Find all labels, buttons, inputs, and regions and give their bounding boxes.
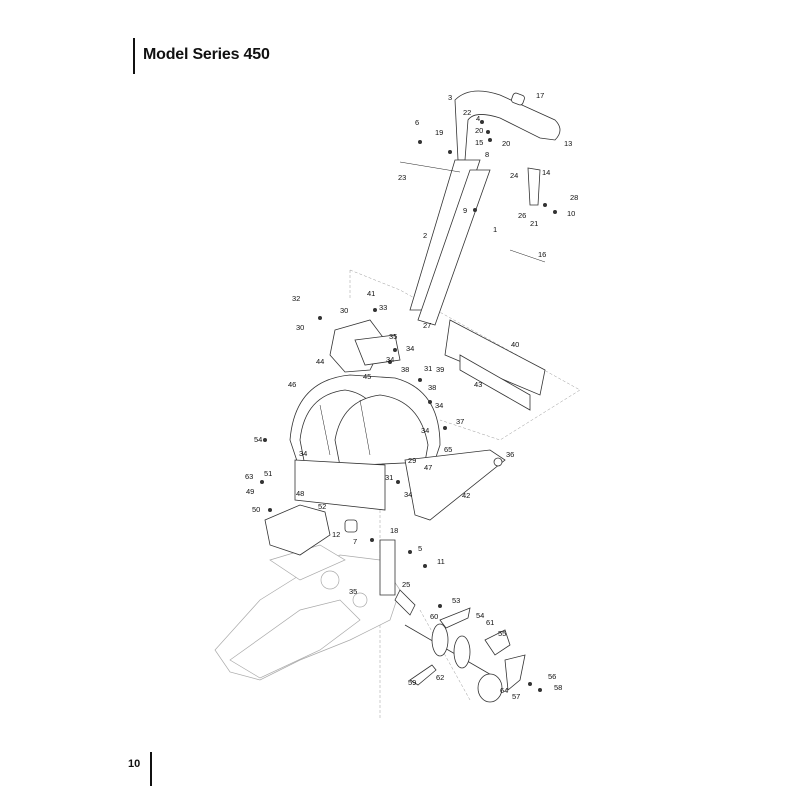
callout-19: 19 [435,128,443,137]
callout-34c: 34 [435,401,443,410]
callout-50: 50 [252,505,260,514]
callout-33: 33 [379,303,387,312]
callout-24: 24 [510,171,518,180]
callout-58: 58 [554,683,562,692]
callout-41: 41 [367,289,375,298]
callout-9: 9 [463,206,467,215]
callout-35a: 35 [389,332,397,341]
callout-38a: 38 [401,365,409,374]
callout-57: 57 [512,692,520,701]
callout-31b: 31 [385,473,393,482]
callout-44: 44 [316,357,324,366]
callout-38b: 38 [428,383,436,392]
rear-flap [294,449,506,521]
callout-16: 16 [538,250,546,259]
callout-64: 64 [500,686,508,695]
callout-53: 53 [452,596,460,605]
tiller-transmission-housing [214,544,401,681]
callout-7: 7 [353,537,357,546]
callout-20b: 20 [502,139,510,148]
callout-10: 10 [567,209,575,218]
callout-21: 21 [530,219,538,228]
callout-49: 49 [246,487,254,496]
callout-20a: 20 [475,126,483,135]
callout-4: 4 [476,114,480,123]
callout-55: 55 [498,629,506,638]
callout-65: 65 [444,445,452,454]
callout-18: 18 [390,526,398,535]
depth-mount [264,504,416,616]
callout-17: 17 [536,91,544,100]
callout-32: 32 [292,294,300,303]
callout-54a: 54 [254,435,262,444]
callout-labels: 1 2 3 4 5 6 7 8 9 10 11 12 13 14 15 16 1… [245,91,578,701]
callout-2: 2 [423,231,427,240]
callout-54b: 54 [476,611,484,620]
callout-63: 63 [245,472,253,481]
callout-40: 40 [511,340,519,349]
callout-48: 48 [296,489,304,498]
callout-36: 36 [506,450,514,459]
callout-34f: 34 [421,426,429,435]
callout-47: 47 [424,463,432,472]
hardware-fasteners [260,120,557,692]
callout-26: 26 [518,211,526,220]
callout-6: 6 [415,118,419,127]
page-title: Model Series 450 [143,46,270,63]
callout-46: 46 [288,380,296,389]
callout-60: 60 [430,612,438,621]
callout-22: 22 [463,108,471,117]
callout-59: 59 [408,678,416,687]
callout-11: 11 [437,557,445,566]
tine-guard-comb [444,319,546,411]
callout-43: 43 [474,380,482,389]
callout-34a: 34 [406,344,414,353]
callout-14: 14 [542,168,550,177]
page-number-rule [150,752,152,786]
callout-42: 42 [462,491,470,500]
callout-3: 3 [448,93,452,102]
callout-51: 51 [264,469,272,478]
callout-39: 39 [436,365,444,374]
rear-bracket [329,319,401,373]
callout-25: 25 [402,580,410,589]
callout-45: 45 [363,372,371,381]
callout-34b: 34 [386,355,394,364]
callout-5: 5 [418,544,422,553]
callout-28: 28 [570,193,578,202]
callout-1: 1 [493,225,497,234]
callout-15: 15 [475,138,483,147]
callout-12: 12 [332,530,340,539]
page-number: 10 [128,758,141,770]
callout-30b: 30 [296,323,304,332]
handle-assembly [399,90,561,326]
callout-56: 56 [548,672,556,681]
callout-30a: 30 [340,306,348,315]
callout-29: 29 [408,456,416,465]
callout-31a: 31 [424,364,432,373]
callout-34e: 34 [404,490,412,499]
callout-61: 61 [486,618,494,627]
callout-8: 8 [485,150,489,159]
tine-shield [289,374,441,471]
callout-27: 27 [423,321,431,330]
tine-assembly [404,607,526,703]
callout-62: 62 [436,673,444,682]
page-title-block: Model Series 450 [133,38,270,74]
callout-34d: 34 [299,449,307,458]
callout-37: 37 [456,417,464,426]
callout-13: 13 [564,139,572,148]
callout-35b: 35 [349,587,357,596]
callout-23: 23 [398,173,406,182]
callout-52: 52 [318,502,326,511]
